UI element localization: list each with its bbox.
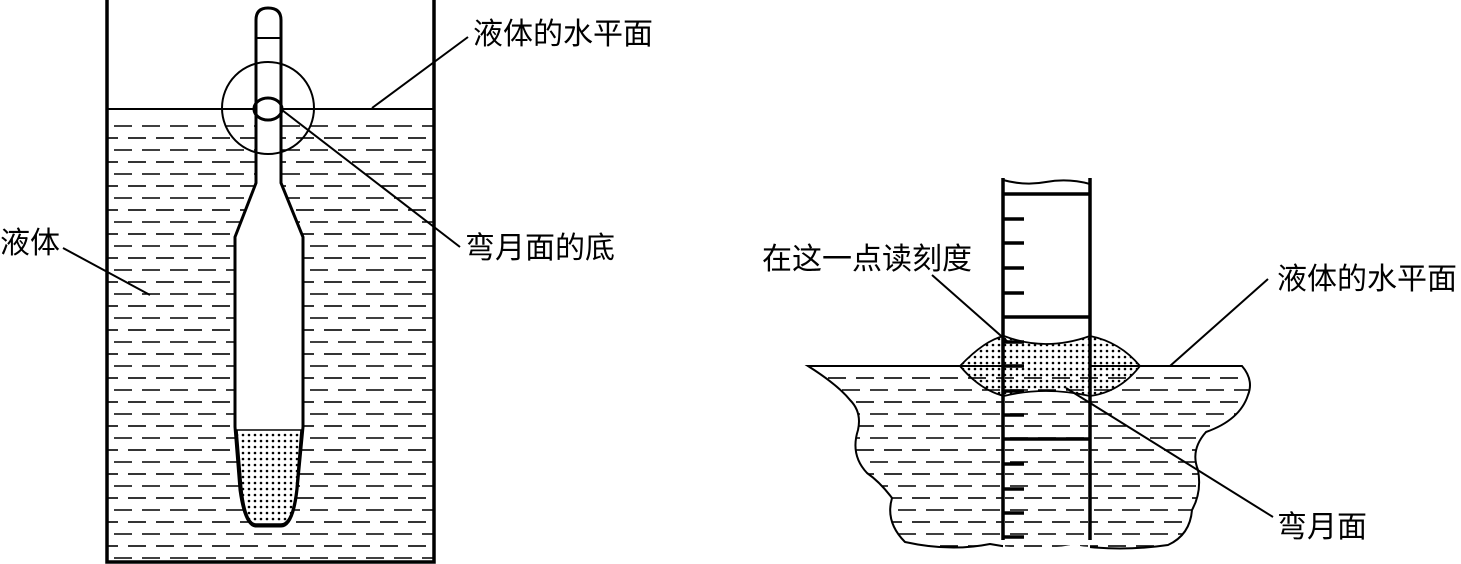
label-read-here: 在这一点读刻度 <box>762 242 972 277</box>
right-diagram: 在这一点读刻度 液体的水平面 弯月面 <box>762 178 1457 552</box>
meniscus-lens <box>958 335 1142 397</box>
label-liquid: 液体 <box>0 226 60 261</box>
tube-top-break <box>1002 179 1091 185</box>
label-liquid-surface-right: 液体的水平面 <box>1277 262 1457 297</box>
leader-liquid <box>62 247 151 296</box>
leader-meniscus <box>1065 387 1274 518</box>
meniscus-ring <box>252 96 284 122</box>
hydrometer-body <box>233 6 305 528</box>
leader-surface-left <box>371 36 469 109</box>
left-diagram: 液体的水平面 弯月面的底 液体 <box>0 0 653 564</box>
leader-read-here <box>931 274 1009 343</box>
label-liquid-surface-left: 液体的水平面 <box>473 17 653 52</box>
label-meniscus-bottom: 弯月面的底 <box>465 231 615 266</box>
leader-meniscus-bottom <box>281 109 461 248</box>
meniscus-highlight-circle <box>221 61 315 155</box>
hydrometer-ballast <box>236 429 302 525</box>
label-meniscus: 弯月面 <box>1277 510 1367 545</box>
leader-surface-right <box>1169 278 1269 367</box>
